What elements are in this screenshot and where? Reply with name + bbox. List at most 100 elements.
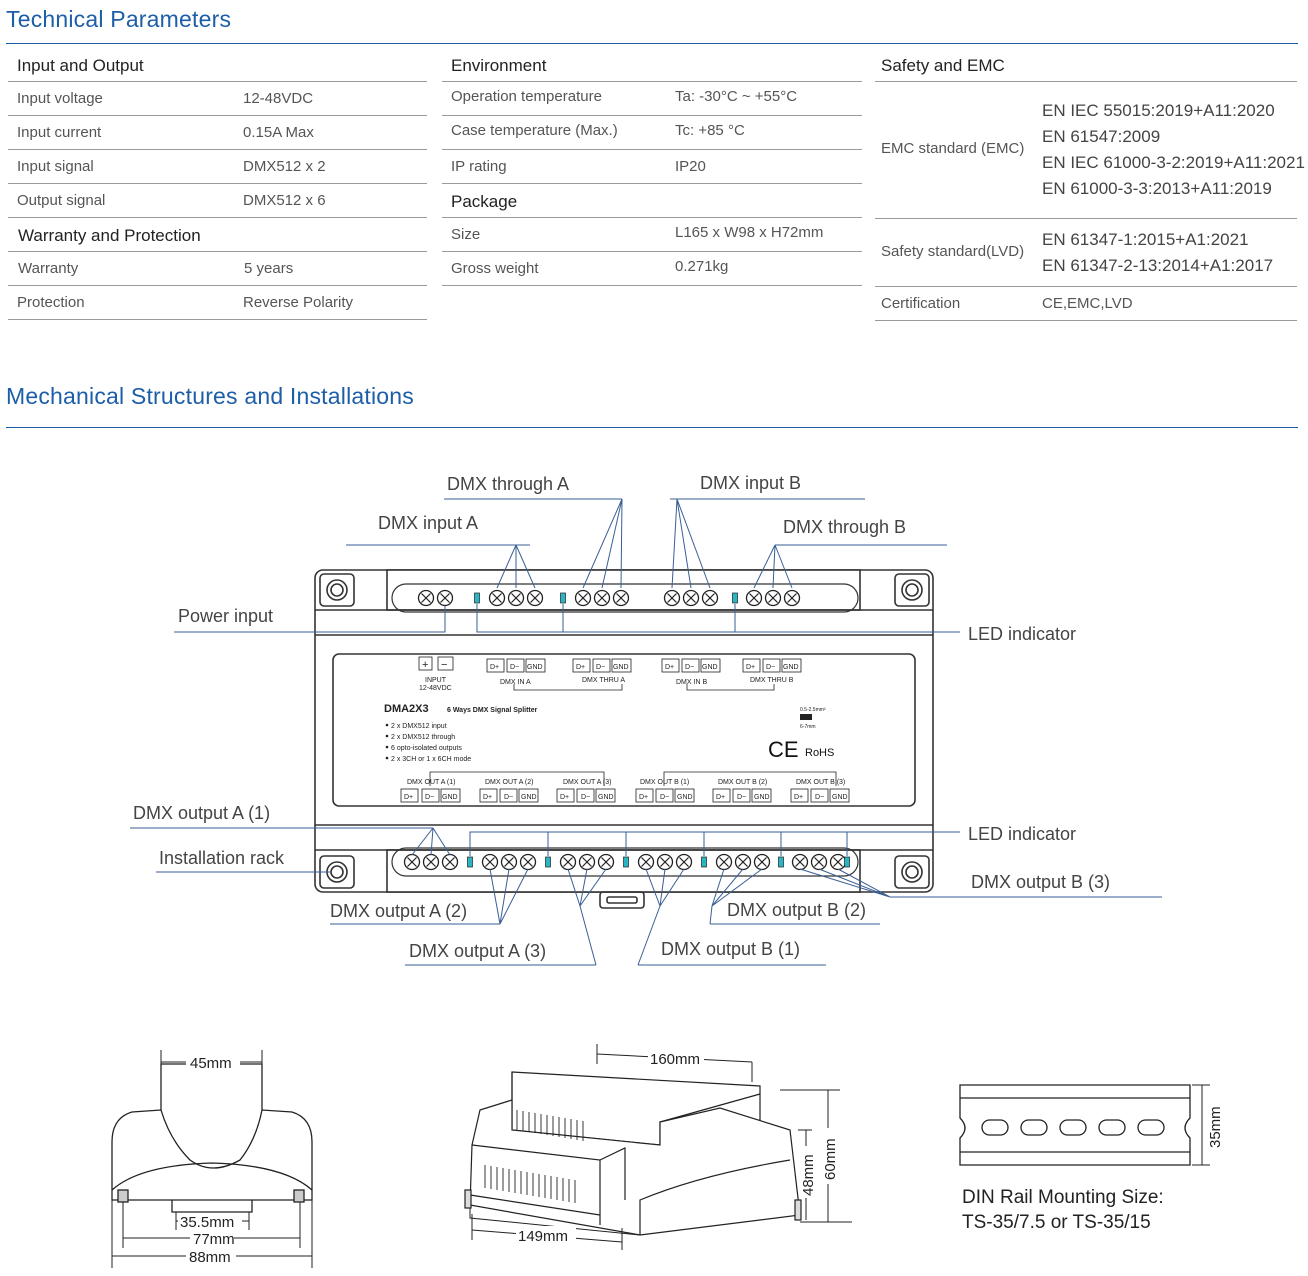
table-row: IP rating IP20	[442, 150, 862, 184]
terminal-gnd-label: GND	[783, 664, 799, 671]
emc-value: EN 61000-3-3:2013+A11:2019	[1042, 179, 1272, 198]
header-package: Package	[451, 192, 518, 211]
group-dmx-out-b3: DMX OUT B (3)	[796, 779, 845, 786]
row-label: Case temperature (Max.)	[451, 122, 618, 139]
dim-48mm: 48mm	[800, 1154, 817, 1196]
callout-dmx-through-a: DMX through A	[447, 474, 569, 494]
table-row: Input current 0.15A Max	[8, 116, 427, 150]
din-rail-drawing	[959, 1084, 1210, 1166]
row-value: L165 x W98 x H72mm	[675, 224, 824, 241]
terminal-dminus-label: D−	[815, 794, 824, 801]
row-value: 0.271kg	[675, 258, 729, 275]
bottom-terminal-screws	[403, 853, 850, 871]
panel-text: + − INPUT 12-48VDC DMX IN A DMX THRU A D…	[384, 659, 845, 786]
lvd-value: EN 61347-1:2015+A1:2021	[1042, 230, 1249, 249]
emc-value: EN IEC 61000-3-2:2019+A11:2021	[1042, 153, 1305, 172]
group-dmx-out-a1: DMX OUT A (1)	[407, 779, 456, 786]
terminal-dplus-label: D+	[716, 794, 725, 801]
din-rail-caption-line2: TS-35/7.5 or TS-35/15	[962, 1212, 1151, 1233]
group-dmx-out-b2: DMX OUT B (2)	[718, 779, 767, 786]
header-input-output: Input and Output	[17, 56, 144, 75]
row-label: Protection	[17, 294, 85, 311]
row-value: Reverse Polarity	[243, 294, 354, 311]
terminal-dminus-label: D−	[504, 794, 513, 801]
callout-dmx-output-a3: DMX output A (3)	[409, 941, 546, 961]
table-row: Input signal DMX512 x 2	[8, 150, 427, 184]
row-value: 5 years	[244, 260, 294, 277]
group-dmx-out-a3: DMX OUT A (3)	[563, 779, 612, 786]
callout-lines	[130, 498, 1162, 966]
group-dmx-out-a2: DMX OUT A (2)	[485, 779, 534, 786]
dim-88mm: 88mm	[189, 1249, 231, 1266]
row-value: DMX512 x 6	[243, 192, 326, 209]
dim-160mm: 160mm	[650, 1051, 700, 1068]
callout-power-input: Power input	[178, 606, 273, 626]
row-label: Input current	[17, 124, 102, 141]
table-header: Package	[442, 184, 862, 218]
terminal-dminus-label: D−	[685, 664, 694, 671]
terminal-dplus-label: D+	[483, 794, 492, 801]
table-row: Case temperature (Max.) Tc: +85 °C	[442, 116, 862, 150]
callout-dmx-input-a: DMX input A	[378, 513, 478, 533]
input-label: INPUT	[425, 677, 447, 684]
terminal-dplus-label: D+	[665, 664, 674, 671]
table-row-emc: EMC standard (EMC) EN IEC 55015:2019+A11…	[875, 82, 1305, 219]
callout-dmx-output-a2: DMX output A (2)	[330, 901, 467, 921]
din-rail-caption-line1: DIN Rail Mounting Size:	[962, 1187, 1164, 1208]
wire-gauge: 0.5-2.5mm²	[800, 707, 826, 713]
callout-dmx-output-a1: DMX output A (1)	[133, 803, 270, 823]
section-divider	[6, 427, 1298, 428]
table-header: Input and Output	[8, 48, 427, 82]
emc-values: EN IEC 55015:2019+A11:2020 EN 61547:2009…	[1042, 98, 1305, 202]
terminal-gnd-label: GND	[442, 794, 458, 801]
terminal-dminus-label: D−	[425, 794, 434, 801]
terminal-dplus-label: D+	[794, 794, 803, 801]
terminal-dminus-label: D−	[766, 664, 775, 671]
feature-item: 2 x 3CH or 1 x 6CH mode	[391, 756, 471, 763]
header-warranty: Warranty and Protection	[18, 226, 201, 245]
callout-dmx-through-b: DMX through B	[783, 517, 906, 537]
table-header: Safety and EMC	[875, 48, 1297, 82]
terminal-dplus-label: D+	[639, 794, 648, 801]
row-label: Size	[451, 226, 481, 243]
table-row: Input voltage 12-48VDC	[8, 82, 427, 116]
terminal-gnd-label: GND	[677, 794, 693, 801]
din-rail-caption: DIN Rail Mounting Size: TS-35/7.5 or TS-…	[962, 1185, 1164, 1235]
dim-77mm: 77mm	[193, 1231, 235, 1248]
terminal-gnd-label: GND	[754, 794, 770, 801]
table-row: Operation temperature Ta: -30°C ~ +55°C	[442, 82, 862, 116]
dim-149mm: 149mm	[518, 1228, 568, 1245]
row-label: EMC standard (EMC)	[881, 140, 1025, 157]
table-header: Environment	[442, 48, 862, 82]
header-environment: Environment	[451, 56, 547, 75]
side-view-dimensions: 45mm 35.5mm 77mm 88mm	[178, 1053, 242, 1266]
isometric-view-dimensions: 160mm 149mm 48mm 60mm	[516, 1049, 839, 1245]
row-label: Output signal	[17, 192, 106, 209]
row-label: Safety standard(LVD)	[881, 243, 1025, 260]
terminal-gnd-label: GND	[832, 794, 848, 801]
strip-length: 6-7mm	[800, 724, 816, 730]
table-row: Size L165 x W98 x H72mm	[442, 218, 862, 252]
row-label: Operation temperature	[451, 88, 602, 105]
feature-item: 2 x DMX512 input	[391, 723, 447, 730]
group-dmx-in-b: DMX IN B	[676, 679, 707, 686]
feature-item: 6 opto-isolated outputs	[391, 745, 462, 752]
terminal-dminus-label: D−	[596, 664, 605, 671]
terminal-dplus-label: D+	[404, 794, 413, 801]
group-dmx-in-a: DMX IN A	[500, 679, 531, 686]
terminal-dminus-label: D−	[510, 664, 519, 671]
table-row: Gross weight 0.271kg	[442, 252, 862, 286]
din-rail-dimension: 35mm	[1205, 1098, 1224, 1150]
row-value: 0.15A Max	[243, 124, 314, 141]
model-name: DMA2X3	[384, 703, 429, 715]
row-value: IP20	[675, 158, 706, 175]
callout-installation-rack: Installation rack	[159, 848, 285, 868]
terminal-dplus-label: D+	[576, 664, 585, 671]
row-label: Warranty	[18, 260, 79, 277]
callout-dmx-output-b3: DMX output B (3)	[971, 872, 1110, 892]
lvd-value: EN 61347-2-13:2014+A1:2017	[1042, 256, 1274, 275]
row-label: Input signal	[17, 158, 94, 175]
table-row: Warranty 5 years	[8, 252, 427, 286]
feature-item: 2 x DMX512 through	[391, 734, 455, 741]
